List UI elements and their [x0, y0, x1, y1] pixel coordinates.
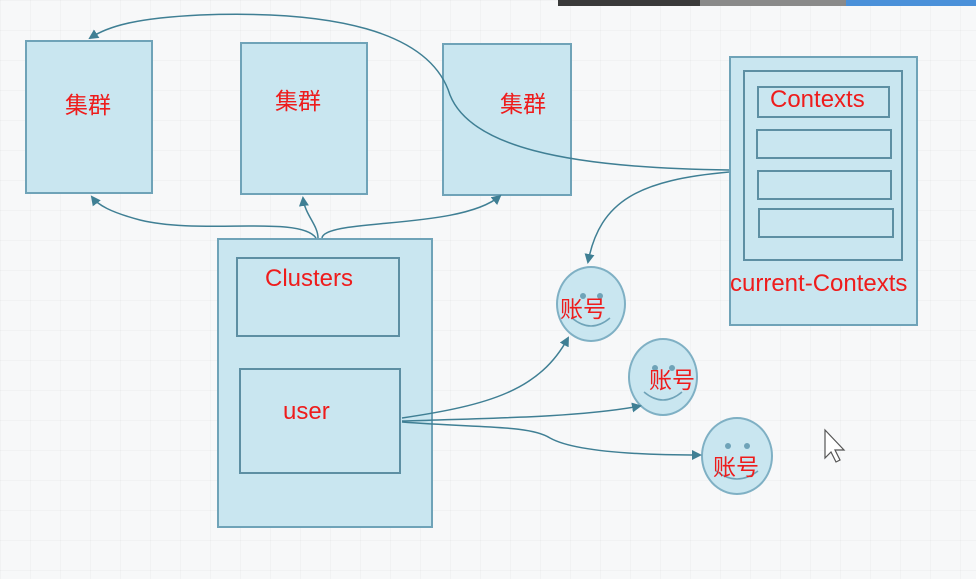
- context-row-4: [758, 208, 894, 238]
- cluster-label-1: 集群: [65, 93, 111, 119]
- mouse-cursor-icon: [824, 428, 846, 463]
- clusters-label: Clusters: [265, 265, 354, 292]
- context-row-1: [757, 86, 890, 118]
- topbar-segment-3: [846, 0, 976, 6]
- account-label-3: 账号: [713, 455, 759, 481]
- current-contexts-label: current-Contexts: [730, 270, 908, 297]
- cluster-box-1: [25, 40, 153, 194]
- user-label: user: [283, 398, 330, 425]
- cluster-label-3: 集群: [500, 92, 546, 118]
- smiley-face-1: [571, 293, 611, 327]
- topbar-segment-1: [558, 0, 700, 6]
- context-row-2: [756, 129, 892, 159]
- clusters-section: [236, 257, 400, 337]
- smiley-face-3: [715, 443, 759, 480]
- user-section: [239, 368, 401, 474]
- cluster-box-3: [442, 43, 572, 196]
- smiley-face-2: [643, 365, 683, 401]
- account-label-1: 账号: [560, 297, 606, 323]
- cluster-box-2: [240, 42, 368, 195]
- contexts-label: Contexts: [770, 86, 865, 113]
- account-label-2: 账号: [649, 368, 695, 394]
- topbar-segment-2: [700, 0, 846, 6]
- cluster-label-2: 集群: [275, 89, 321, 115]
- account-circle-3: [701, 417, 773, 495]
- account-circle-1: [556, 266, 626, 342]
- context-row-3: [757, 170, 892, 200]
